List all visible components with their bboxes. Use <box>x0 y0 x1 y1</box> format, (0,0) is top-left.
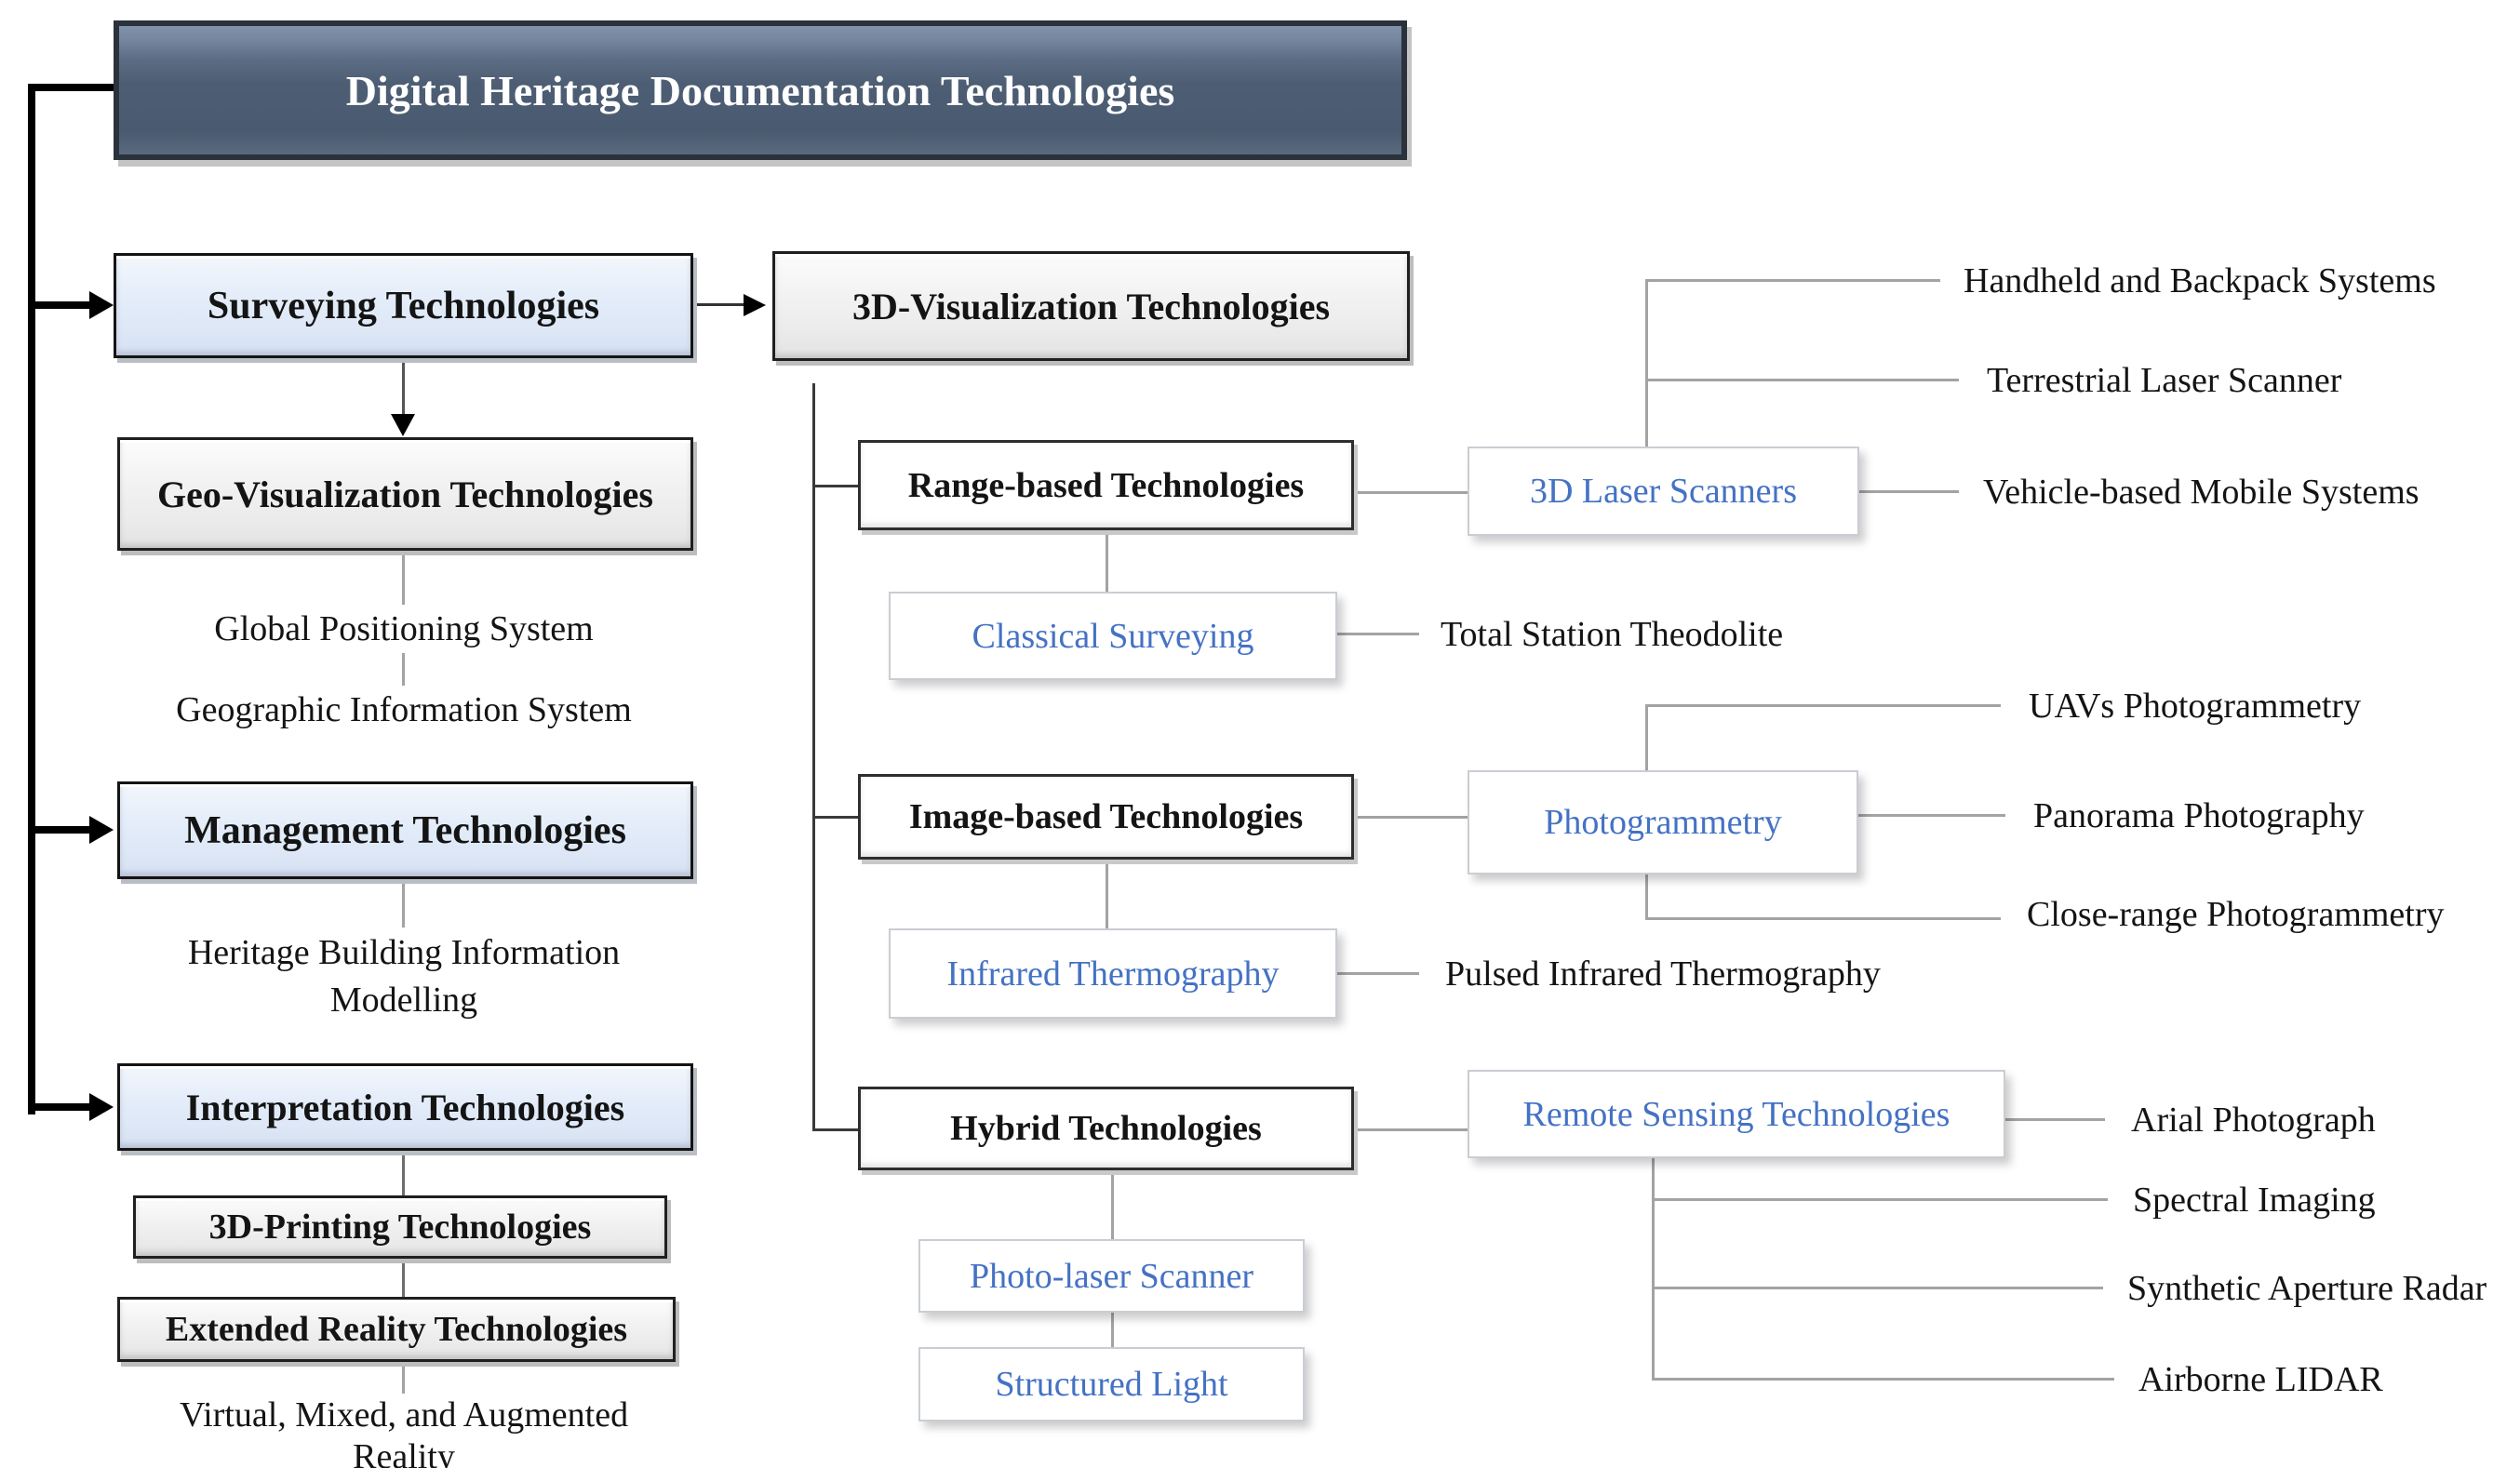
hbim-line2: Modelling <box>329 981 478 1020</box>
leaf-sar: Synthetic Aperture Radar <box>2127 1269 2487 1308</box>
remote-sensing-label: Remote Sensing Technologies <box>1522 1094 1950 1134</box>
connector-range-laser <box>1354 491 1468 494</box>
infrared-thermography-label: Infrared Thermography <box>946 954 1280 994</box>
connector-image-infrared <box>1106 860 1108 928</box>
interpretation-label: Interpretation Technologies <box>185 1086 625 1128</box>
arrow-line-surveying-to-visualization <box>693 303 745 306</box>
laser-scanners-label: 3D Laser Scanners <box>1529 472 1797 511</box>
arrow-line-surveying-to-geoviz <box>402 358 405 416</box>
hybrid-label: Hybrid Technologies <box>950 1109 1262 1148</box>
extended-reality-box: Extended Reality Technologies <box>117 1297 676 1362</box>
branch-closerange <box>1645 917 2001 920</box>
branch-panorama <box>1858 814 2005 817</box>
extended-reality-label: Extended Reality Technologies <box>165 1310 628 1349</box>
arrow-line-management <box>34 826 91 834</box>
branch-terrestrial <box>1645 379 1959 381</box>
leaf-terrestrial: Terrestrial Laser Scanner <box>1987 361 2342 400</box>
branch-lidar <box>1652 1378 2114 1381</box>
leaf-vehicle: Vehicle-based Mobile Systems <box>1983 473 2419 512</box>
visualization-label: 3D-Visualization Technologies <box>851 285 1331 327</box>
photogrammetry-box: Photogrammetry <box>1468 770 1858 874</box>
photogrammetry-label: Photogrammetry <box>1544 803 1782 842</box>
laser-branch-vertical <box>1645 279 1648 447</box>
surveying-label: Surveying Technologies <box>207 284 600 327</box>
connector-classical-totalstation <box>1337 633 1419 635</box>
connector-photolaser-structured <box>1111 1313 1114 1347</box>
photogrammetry-branch-vertical-bottom <box>1645 874 1648 919</box>
branch-arial <box>2005 1118 2105 1121</box>
branch-vehicle <box>1859 490 1959 493</box>
vr-line1: Virtual, Mixed, and Augmented <box>106 1394 702 1436</box>
connector-infrared-pulsed <box>1337 972 1419 975</box>
leaf-uavs: UAVs Photogrammetry <box>2029 687 2362 726</box>
connector-hybrid-photolaser <box>1111 1170 1114 1239</box>
arrowhead-interpretation <box>89 1093 114 1121</box>
title-text: Digital Heritage Documentation Technolog… <box>345 66 1175 114</box>
connector-image-photogrammetry <box>1354 816 1468 819</box>
arrowhead-surveying <box>89 291 114 319</box>
remote-branch-vertical <box>1652 1158 1655 1381</box>
photogrammetry-branch-vertical-top <box>1645 704 1648 770</box>
structured-light-label: Structured Light <box>995 1365 1228 1404</box>
leaf-airborne-lidar: Airborne LIDAR <box>2138 1360 2383 1399</box>
branch-spectral <box>1652 1198 2108 1201</box>
connector-printing-xr <box>402 1259 405 1297</box>
connector-xr-vr <box>402 1362 405 1394</box>
photo-laser-box: Photo-laser Scanner <box>918 1239 1305 1313</box>
branch-image-based <box>812 816 861 819</box>
leaf-panorama: Panorama Photography <box>2033 796 2365 835</box>
branch-sar <box>1652 1287 2103 1289</box>
branch-hybrid <box>812 1128 861 1131</box>
image-based-label: Image-based Technologies <box>908 797 1304 836</box>
hybrid-box: Hybrid Technologies <box>858 1087 1354 1170</box>
management-label: Management Technologies <box>184 808 626 852</box>
connector-range-classical <box>1106 530 1108 592</box>
hbim-line1: Heritage Building Information <box>115 930 692 975</box>
arrowhead-management <box>89 816 114 844</box>
photo-laser-label: Photo-laser Scanner <box>970 1256 1253 1296</box>
gps-label: Global Positioning System <box>115 605 692 653</box>
leaf-pulsed-infrared: Pulsed Infrared Thermography <box>1445 954 1881 994</box>
connector-hybrid-remote <box>1354 1128 1468 1131</box>
laser-scanners-box: 3D Laser Scanners <box>1468 447 1859 536</box>
leaf-total-station: Total Station Theodolite <box>1441 615 1784 654</box>
visualization-spine <box>812 383 815 1131</box>
infrared-thermography-box: Infrared Thermography <box>889 928 1337 1019</box>
branch-uavs <box>1645 704 2001 707</box>
range-based-box: Range-based Technologies <box>858 440 1354 530</box>
visualization-box: 3D-Visualization Technologies <box>772 251 1410 361</box>
branch-handheld <box>1645 279 1940 282</box>
classical-surveying-box: Classical Surveying <box>889 592 1337 680</box>
title-box: Digital Heritage Documentation Technolog… <box>114 20 1407 160</box>
vr-line2: Reality <box>353 1437 455 1468</box>
interpretation-box: Interpretation Technologies <box>117 1063 693 1151</box>
connector-management-hbim <box>402 879 405 928</box>
leaf-handheld: Handheld and Backpack Systems <box>1964 261 2436 300</box>
gis-label: Geographic Information System <box>115 686 692 734</box>
leaf-spectral-imaging: Spectral Imaging <box>2133 1181 2376 1220</box>
geo-visualization-label: Geo-Visualization Technologies <box>156 473 653 515</box>
arrowhead-to-geoviz <box>391 414 415 436</box>
structured-light-box: Structured Light <box>918 1347 1305 1421</box>
remote-sensing-box: Remote Sensing Technologies <box>1468 1070 2005 1158</box>
surveying-box: Surveying Technologies <box>114 253 693 358</box>
range-based-label: Range-based Technologies <box>907 465 1305 505</box>
classical-surveying-label: Classical Surveying <box>972 616 1254 656</box>
branch-range-based <box>812 485 861 487</box>
printing-label: 3D-Printing Technologies <box>208 1208 592 1247</box>
geo-visualization-box: Geo-Visualization Technologies <box>117 437 693 551</box>
image-based-box: Image-based Technologies <box>858 774 1354 860</box>
arrow-line-interpretation <box>34 1103 91 1111</box>
left-spine-vertical <box>28 84 35 1114</box>
connector-interpretation-printing <box>402 1151 405 1195</box>
arrowhead-to-visualization <box>744 294 766 316</box>
leaf-closerange: Close-range Photogrammetry <box>2027 895 2445 934</box>
printing-box: 3D-Printing Technologies <box>133 1195 667 1259</box>
management-box: Management Technologies <box>117 781 693 879</box>
leaf-arial-photograph: Arial Photograph <box>2131 1101 2376 1140</box>
spine-top-horizontal <box>28 84 115 91</box>
arrow-line-surveying <box>34 301 91 309</box>
